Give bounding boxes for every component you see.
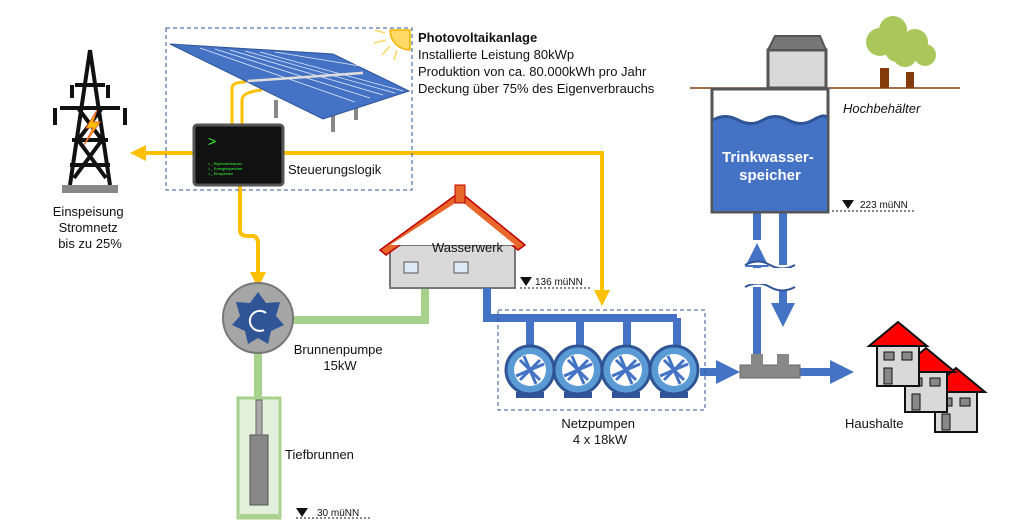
pv-group-frame — [165, 27, 413, 191]
network-pumps-frame — [497, 309, 706, 411]
households-label: Haushalte — [845, 416, 904, 431]
reservoir-elevation-marker: 223 müNN — [832, 200, 915, 212]
reservoir-icon — [710, 35, 830, 214]
network-pump-power-line — [283, 151, 610, 306]
waterworks-building-icon — [378, 184, 527, 289]
network-pump-icon — [552, 344, 604, 398]
network-pump-icon — [504, 344, 556, 398]
svg-text:136 müNN: 136 müNN — [535, 277, 583, 288]
network-pumps-label: Netzpumpen 4 x 18kW — [561, 416, 638, 447]
well-pump-power-line — [238, 185, 266, 288]
tank-label: Trinkwasser- speicher — [722, 149, 818, 184]
reservoir-label: Hochbehälter — [843, 101, 921, 116]
well-label: Tiefbrunnen — [285, 447, 354, 462]
grid-label: Einspeisung Stromnetz bis zu 25% — [53, 204, 127, 251]
svg-text:>_ Eigenverbrauch >_ Ene: >_ Eigenverbrauch >_ Energiespeicher >_ … — [208, 161, 244, 176]
solar-panel-icon — [169, 43, 411, 132]
svg-text:30 müNN: 30 müNN — [317, 508, 359, 519]
energy-lines — [130, 145, 610, 306]
network-pump-icon — [648, 344, 700, 398]
raw-water-pipes — [254, 286, 429, 400]
control-label: Steuerungslogik — [288, 162, 382, 177]
control-monitor-icon: > >_ Eigenverbrauch >_ Energiespeicher >… — [192, 123, 285, 187]
waterworks-label: Wasserwerk — [432, 240, 504, 255]
pipe-break-icon — [744, 260, 796, 292]
pipe-junction — [739, 364, 801, 379]
trees-icon — [866, 16, 936, 88]
pv-description: Photovoltaikanlage Installierte Leistung… — [418, 30, 655, 96]
households-icon — [866, 320, 988, 433]
deep-well-icon — [236, 396, 282, 520]
waterworks-elevation-marker: 136 müNN — [520, 277, 590, 289]
network-pump-icons — [504, 344, 700, 398]
svg-text:223 müNN: 223 müNN — [860, 200, 908, 211]
svg-text:>: > — [208, 133, 216, 149]
network-pump-icon — [600, 344, 652, 398]
well-elevation-marker: 30 müNN — [296, 508, 370, 519]
sun-icon — [373, 29, 411, 61]
power-pylon-icon — [53, 49, 127, 193]
well-pump-label: Brunnenpumpe 15kW — [294, 342, 387, 373]
well-pump-icon — [222, 282, 294, 354]
